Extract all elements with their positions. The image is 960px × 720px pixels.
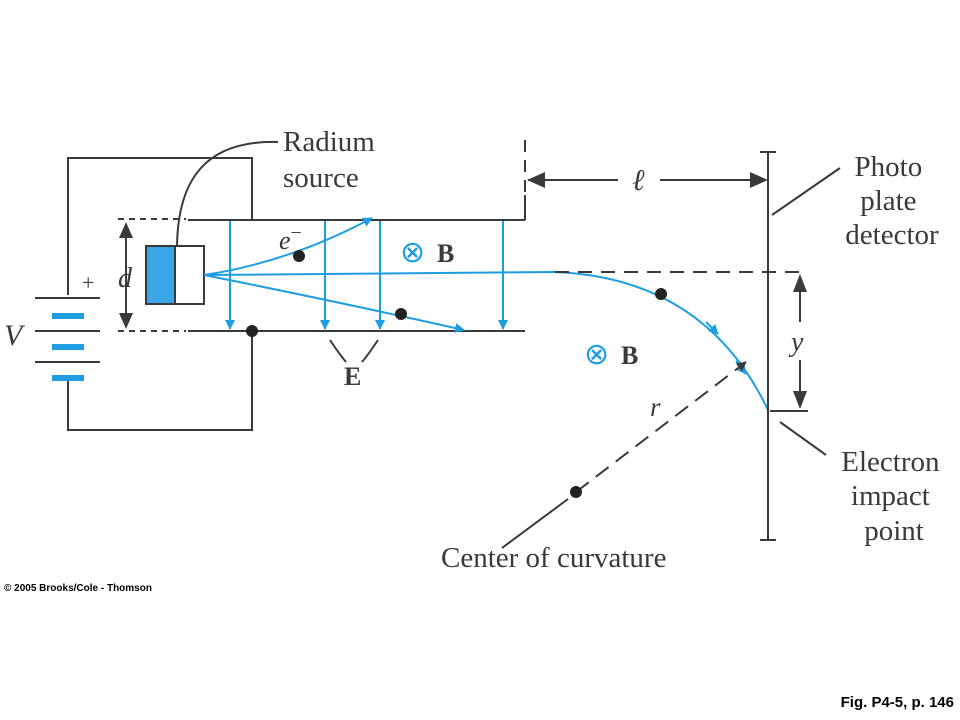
center-of-curvature-dot [570,486,582,498]
radium-source-core [145,245,176,305]
magnetic-field-label: B [437,239,454,268]
figure-reference: Fig. P4-5, p. 146 [841,694,954,711]
trajectory-upper [203,217,373,276]
electron-trajectories [203,217,769,411]
y-arrow-down [793,391,807,409]
impact-point-leader [779,421,827,456]
d-arrow-up [119,222,133,238]
battery [35,297,100,381]
b-field-into-page-icon: ⊗ [584,337,609,372]
electron-dot [655,288,667,300]
electron-dot [395,308,407,320]
ell-arrow-right [750,172,768,188]
electric-field-label: E [344,362,361,391]
electron-dot [293,250,305,262]
radium-source-housing [174,245,205,305]
d-arrow-down [119,313,133,329]
center-of-curvature-label: Center of curvature [441,542,666,574]
photo-plate-leader [771,167,841,216]
d-guides [118,218,186,332]
d-label: d [118,263,133,294]
circuit-junction [246,325,258,337]
magnetic-field-label: B [621,341,638,370]
radius-line [575,361,747,493]
b-field-into-page-icon: ⊗ [400,235,425,270]
circuit-wires [67,157,253,431]
trajectory-main-arrow [705,321,719,335]
trajectory-lower [203,274,465,333]
electron-label: e− [279,222,302,255]
e-label-leaders [329,339,379,363]
radium-source-leader [176,140,279,247]
impact-point-label: Electron impact point [841,446,946,547]
ell-label: ℓ [632,164,645,197]
photo-plate-label: Photo plate detector [845,151,939,251]
center-of-curvature-leader [501,498,569,549]
trajectory-main [203,270,769,411]
radium-source-label: Radium source [283,126,382,194]
voltage-label: V [4,319,26,352]
y-arrow-up [793,274,807,292]
copyright-text: © 2005 Brooks/Cole - Thomson [4,583,152,594]
radius-label: r [650,392,661,422]
plus-label: + [82,270,94,295]
ell-arrow-left [527,172,545,188]
deflection-plates [188,195,526,332]
y-label: y [788,327,804,358]
